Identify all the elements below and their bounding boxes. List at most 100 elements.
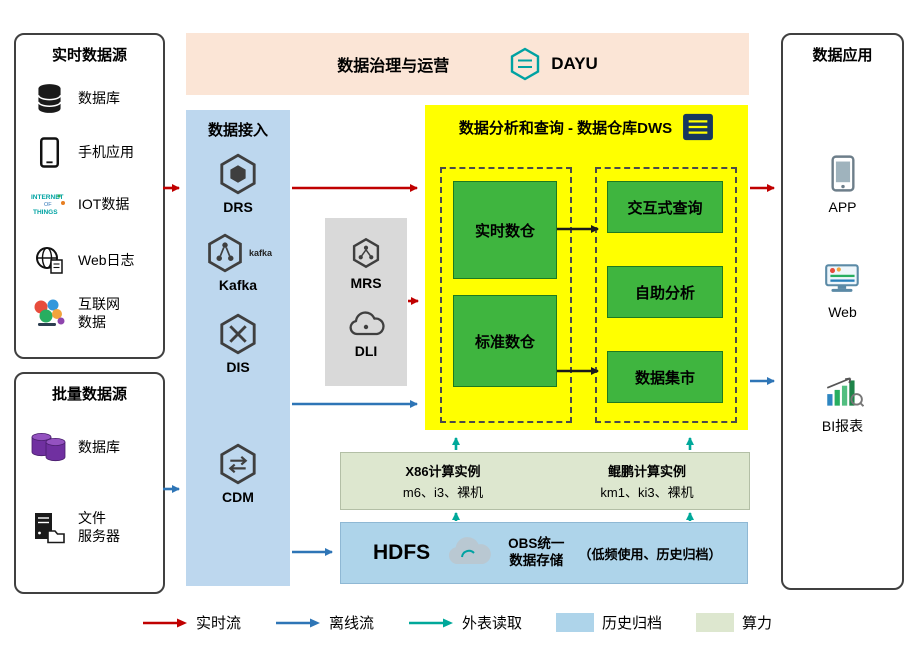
obs-cloud-icon [449,537,492,564]
legend-item-external-read: 外表读取 [408,612,522,633]
iot-word-1: INTERNET [31,194,64,201]
source-label: 手机应用 [78,144,134,161]
source-item-file-server: 文件 服务器 [16,509,176,545]
source-label: IOT数据 [78,195,130,212]
ingestion-item-kafka: kafka Kafka [186,232,290,293]
realtime-warehouse-box: 实时数仓 [453,181,557,279]
applications-title: 数据应用 [812,47,873,64]
legend-offline-arrow-icon [275,618,320,627]
compute-power-swatch [696,613,735,632]
batch-sources-title: 批量数据源 [51,386,127,403]
kunpeng-title: 鲲鹏计算实例 [607,464,686,479]
hdfs-label: HDFS [373,541,431,564]
app-item-bi-report: BI报表 [783,375,902,436]
service-item-mrs: MRS [325,234,407,291]
warehouse-label: 标准数仓 [474,333,535,351]
source-item-batch-database: 数据库 [16,432,176,463]
database-purple-icon [29,432,69,463]
warehouse-label: 实时数仓 [474,222,535,240]
dws-analysis-box: 数据分析和查询 - 数据仓库DWS 实时数仓 标准数仓 交互式查询 自助分析 [425,105,748,430]
dws-title-row: 数据分析和查询 - 数据仓库DWS [425,113,748,141]
ingestion-item-cdm: CDM [186,442,290,505]
dws-doc-icon [683,113,714,141]
analysis-label: 交互式查询 [627,199,703,217]
app-label: Web [828,304,857,320]
data-mart-box: 数据集市 [607,351,723,403]
database-icon [29,83,69,114]
app-phone-icon [830,155,855,192]
source-label: 数据库 [78,90,120,107]
source-item-mobile-app: 手机应用 [16,137,176,168]
ingestion-item-drs: DRS [186,152,290,215]
iot-word-2: OF [44,202,52,208]
legend: 实时流 离线流 外表读取 历史归档 算力 [0,612,914,633]
self-service-analysis-box: 自助分析 [607,266,723,318]
dws-title: 数据分析和查询 - 数据仓库DWS [458,119,673,137]
dayu-label: DAYU [551,54,598,73]
cdm-icon [220,443,256,485]
source-label: Web日志 [78,251,135,268]
analysis-services-group: 交互式查询 自助分析 数据集市 [595,167,737,423]
dli-icon [349,311,385,336]
governance-bar: 数据治理与运营 DAYU [186,33,749,95]
mobile-app-icon [29,137,69,168]
ingestion-label: DRS [223,199,253,215]
analysis-label: 数据集市 [634,369,695,387]
legend-external-arrow-icon [408,618,453,627]
storage-note: （低频使用、历史归档） [578,546,722,562]
service-label: DLI [354,343,378,359]
analysis-label: 自助分析 [634,284,695,302]
dis-icon [220,313,256,355]
history-archive-swatch [556,613,594,632]
source-label: 文件 服务器 [78,510,120,545]
service-item-dli: DLI [325,310,407,359]
ingestion-label: Kafka [218,277,258,293]
realtime-sources-title: 实时数据源 [51,47,127,64]
legend-label: 历史归档 [602,615,663,632]
app-item-web: Web [783,263,902,320]
legend-item-offline-flow: 离线流 [275,612,374,633]
kafka-icon [208,233,242,273]
legend-item-history-archive: 历史归档 [556,612,662,633]
file-server-icon [29,511,69,544]
iot-word-3: THINGS [33,209,58,216]
kunpeng-compute: 鲲鹏计算实例 km1、ki3、裸机 [545,453,749,509]
source-item-internet-data: 互联网 数据 [16,295,176,331]
legend-item-compute-power: 算力 [696,612,772,633]
interactive-query-box: 交互式查询 [607,181,723,233]
legend-label: 算力 [742,615,773,632]
legend-label: 离线流 [328,615,374,632]
kafka-logo-text: kafka [248,248,273,258]
dayu-brand: DAYU [507,47,598,81]
ingestion-title: 数据接入 [207,122,268,139]
x86-title: X86计算实例 [405,464,481,479]
kunpeng-detail: km1、ki3、裸机 [600,485,694,500]
ingestion-item-dis: DIS [186,312,290,375]
batch-sources-panel: 批量数据源 数据库 [14,372,165,594]
app-item-app: APP [783,155,902,215]
legend-item-realtime-flow: 实时流 [142,612,241,633]
x86-detail: m6、i3、裸机 [402,485,484,500]
bi-report-icon [826,377,864,407]
app-label: APP [828,199,857,215]
processing-services-box: MRS DLI [325,218,407,386]
source-item-iot: INTERNET OF THINGS IOT数据 [16,191,176,217]
source-label: 数据库 [78,439,120,456]
realtime-sources-panel: 实时数据源 数据库 手机应用 [14,33,165,359]
legend-realtime-arrow-icon [142,618,187,627]
internet-data-icon [29,298,69,328]
legend-label: 实时流 [195,615,241,632]
compute-instances-box: X86计算实例 m6、i3、裸机 鲲鹏计算实例 km1、ki3、裸机 [340,452,750,510]
web-log-icon [29,245,69,275]
governance-title: 数据治理与运营 [337,58,450,75]
standard-warehouse-box: 标准数仓 [453,295,557,387]
source-item-web-log: Web日志 [16,245,176,275]
dayu-icon [511,47,540,81]
ingestion-label: CDM [222,489,254,505]
app-label: BI报表 [821,418,864,434]
applications-panel: 数据应用 APP Web [781,33,904,590]
source-item-database: 数据库 [16,83,176,114]
drs-icon [220,153,256,195]
iot-icon: INTERNET OF THINGS [29,191,69,217]
